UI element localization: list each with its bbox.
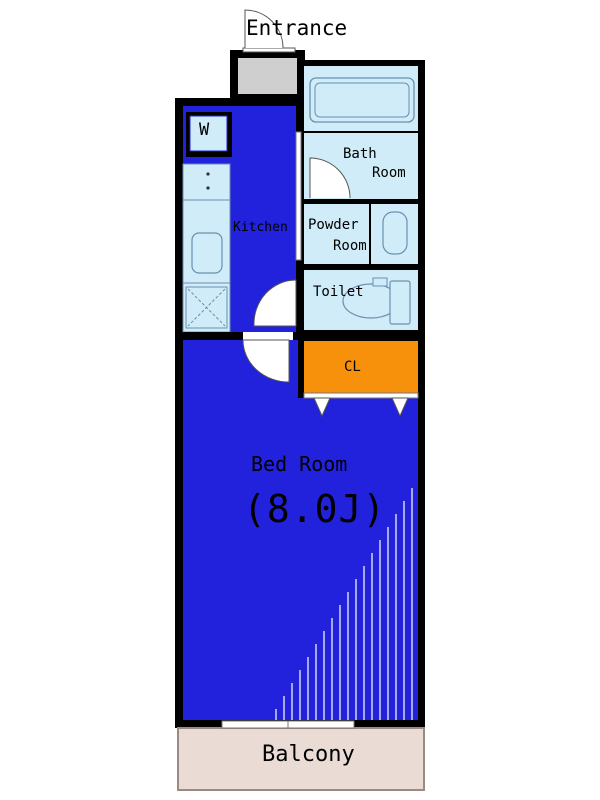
toilet-door-swing [253,279,297,327]
toilet-label: Toilet [313,284,364,300]
washer-box [189,115,228,152]
kitchen-sink [191,232,223,274]
closet [304,341,418,393]
balcony-label: Balcony [262,742,355,767]
bath-room-label-line2: Room [372,165,406,181]
entrance-door-swing [244,9,284,49]
bedroom-label: Bed Room [251,452,348,476]
closet-door-left [313,397,331,418]
entrance-label: Entrance [246,16,348,40]
bath-door-swing [309,157,351,199]
stove-burner-2 [206,186,210,190]
bedroom-door-gap [243,332,293,340]
sliding-door-strip [295,131,302,261]
bedroom-wall-step [183,332,298,340]
bedroom-size-label: (8.0J) [243,487,387,531]
closet-door-right [391,397,409,418]
toilet-tank [389,280,411,325]
washer-label: W [199,120,210,140]
kitchen-label: Kitchen [233,220,288,235]
bath-room-label-line1: Bath [343,146,377,162]
stove-burner-1 [206,172,210,176]
window-stripes [275,488,413,720]
powder-room-label-line1: Powder [308,217,359,233]
bathtub-inner [314,82,410,118]
powder-sink [382,211,408,255]
toilet-paper [372,277,388,287]
bedroom-area [183,340,418,720]
entrance-area [238,58,297,94]
closet-label: CL [344,359,361,375]
fridge-cross-2 [187,288,226,327]
bathtub [309,77,415,123]
powder-room-label-line2: Room [333,238,367,254]
bedroom-door-swing [242,339,290,383]
closet-door-track [303,392,419,399]
entrance-door-opening [242,47,296,53]
